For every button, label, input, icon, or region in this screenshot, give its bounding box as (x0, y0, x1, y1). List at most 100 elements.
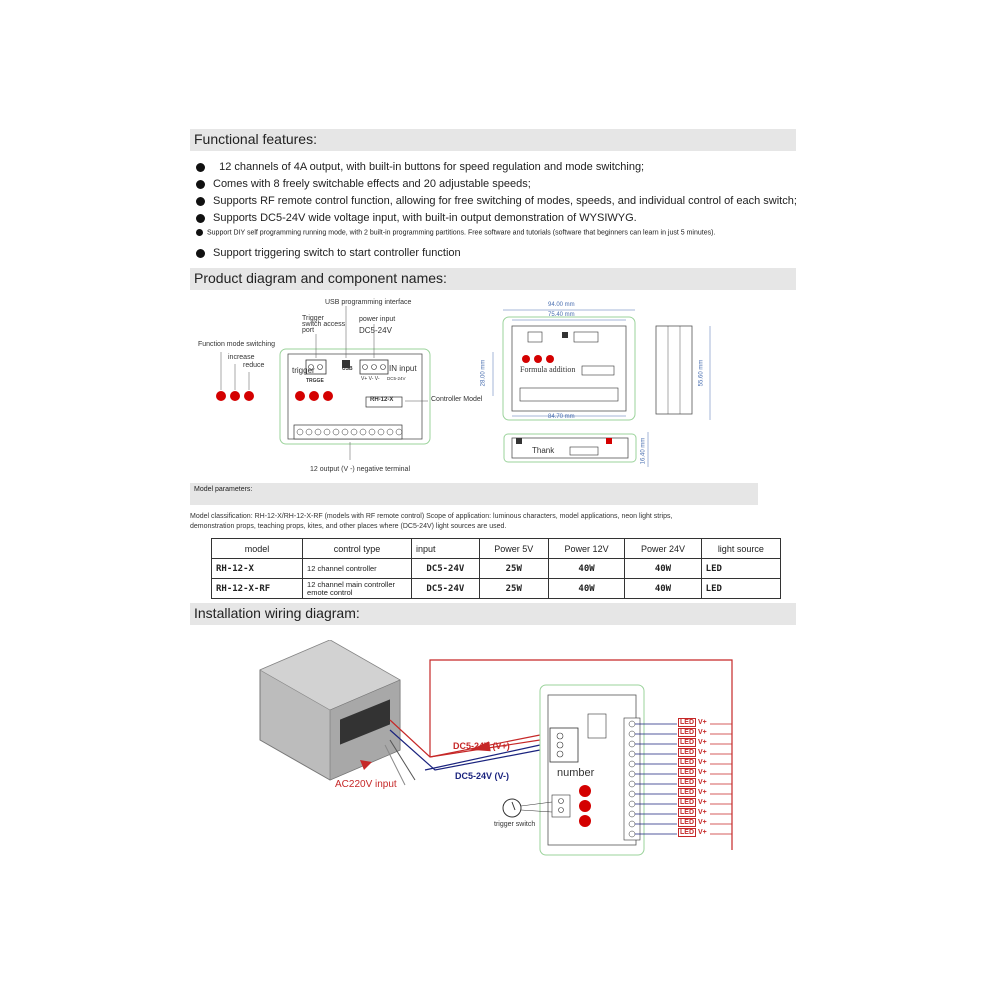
trigger-small-label: trigger (292, 366, 315, 375)
increase-button-icon[interactable] (579, 800, 591, 812)
table-header: model (210, 538, 304, 559)
dim-h2: 55.60 mm (698, 359, 705, 387)
table-cell: 40W (624, 558, 702, 579)
reduce-button-icon[interactable] (579, 815, 591, 827)
model-badge (365, 396, 403, 408)
feature-text: Supports RF remote control function, all… (213, 195, 797, 207)
table-header: Power 24V (624, 538, 702, 559)
feature-item: Supports RF remote control function, all… (196, 195, 797, 207)
feature-item: 12 channels of 4A output, with built-in … (196, 161, 644, 173)
feature-item: Comes with 8 freely switchable effects a… (196, 178, 531, 190)
thank-label: Thank (532, 446, 555, 455)
table-cell: RH-12-X (210, 558, 304, 579)
table-cell: 40W (624, 578, 702, 599)
led-item: LED V+ (678, 738, 707, 747)
reduce-label: reduce (243, 362, 265, 369)
classification-text-2: demonstration props, teaching props, kit… (190, 523, 507, 530)
table-row: RH-12-X 12 channel controller DC5-24V 25… (210, 558, 782, 579)
bullet-icon (196, 229, 203, 236)
usb-label: USB programming interface (325, 299, 412, 306)
table-cell: 12 channel controller (302, 558, 413, 579)
table-cell: RH-12-X-RF (210, 578, 304, 599)
table-header: control type (302, 538, 413, 559)
dim-w2: 75.40 mm (548, 312, 575, 318)
model-badge (587, 713, 607, 739)
diagram-header: Product diagram and component names: (190, 268, 796, 290)
vminus-label: DC5-24V (V-) (455, 771, 510, 781)
power-supply (259, 640, 401, 781)
increase-label: increase (228, 354, 255, 361)
trigger-switch-label: trigger switch (494, 821, 536, 828)
table-header: Power 12V (547, 538, 626, 559)
trigger-label: Trigger (302, 315, 324, 322)
mode-button-icon[interactable] (579, 785, 591, 797)
classification-text: Model classification: RH-12-X/RH-12-X-RF… (190, 513, 673, 520)
bullet-icon (196, 248, 205, 258)
feature-item: Support DIY self programming running mod… (196, 229, 715, 236)
wiring-diagram (259, 640, 733, 856)
trigger-socket (551, 794, 571, 818)
bullet-icon (196, 162, 205, 172)
params-header: Model parameters: (190, 483, 758, 505)
led-item: LED V+ (678, 718, 707, 727)
output-label: 12 output (V -) negative terminal (310, 466, 410, 473)
bullet-icon (196, 196, 205, 206)
table-cell: LED (700, 558, 782, 579)
led-item: LED V+ (678, 768, 707, 777)
table-cell: 25W (478, 558, 549, 579)
table-header: light source (700, 538, 782, 559)
dc-small-label: DC5-24V (387, 376, 406, 381)
table-cell: DC5-24V (411, 578, 480, 599)
mode-button-icon[interactable] (216, 391, 226, 401)
table-cell: LED (700, 578, 782, 599)
dim-h3: 16.40 mm (640, 437, 647, 465)
diagram-title: Product diagram and component names: (194, 270, 447, 286)
trigger-switch-icon (502, 798, 522, 818)
in-input-label: IN input (389, 364, 417, 373)
feature-text: Supports DC5-24V wide voltage input, wit… (213, 212, 637, 224)
reduce-button-icon[interactable] (244, 391, 254, 401)
power-terminal (549, 727, 579, 763)
feature-text: 12 channels of 4A output, with built-in … (219, 161, 645, 173)
usb-port (342, 360, 350, 368)
table-cell: 25W (478, 578, 549, 599)
table-cell: 12 channel main controller emote control (302, 578, 413, 599)
dim-w1: 94.00 mm (548, 302, 575, 308)
port-label: port (302, 327, 315, 334)
vplus-label: DC5-24V (V+) (453, 741, 510, 751)
power-terminal (359, 359, 389, 375)
product-diagram (216, 306, 711, 467)
increase-button-icon[interactable] (230, 391, 240, 401)
feature-text: Support DIY self programming running mod… (207, 229, 716, 237)
number-label: number (557, 767, 595, 779)
dim-w3: 84.70 mm (548, 414, 575, 420)
ac-input-label: AC220V input (335, 779, 397, 790)
model-badge-label: RH-12-X (370, 397, 394, 403)
features-title: Functional features: (194, 131, 317, 147)
usb-small-label: USB (342, 366, 353, 372)
table-cell: 40W (547, 578, 626, 599)
controller-model-label: Controller Model (431, 396, 483, 403)
wiring-header: Installation wiring diagram: (190, 603, 796, 625)
led-item: LED V+ (678, 778, 707, 787)
led-item: LED V+ (678, 788, 707, 797)
features-header: Functional features: (190, 129, 796, 151)
vplus-wire (429, 659, 733, 850)
table-cell: DC5-24V (411, 558, 480, 579)
trigger-access-label: switch access (302, 321, 346, 328)
led-item: LED V+ (678, 818, 707, 827)
formula-label: Formula addition (520, 365, 576, 374)
vvv-label: V+ V- V- (361, 376, 380, 382)
table-header-row: model control type input Power 5V Power … (210, 538, 782, 559)
led-item: LED V+ (678, 808, 707, 817)
table-header: Power 5V (478, 538, 549, 559)
feature-item: Supports DC5-24V wide voltage input, wit… (196, 212, 637, 224)
power-input-label: power input (359, 316, 396, 323)
led-item: LED V+ (678, 798, 707, 807)
table-row: RH-12-X-RF 12 channel main controller em… (210, 578, 782, 599)
model-params-table: model control type input Power 5V Power … (210, 538, 782, 599)
table-header: input (411, 538, 480, 559)
output-terminal-strip (623, 717, 641, 841)
led-column: LED V+ LED V+ LED V+ LED V+ LED V+ LED V… (678, 718, 707, 839)
led-item: LED V+ (678, 758, 707, 767)
